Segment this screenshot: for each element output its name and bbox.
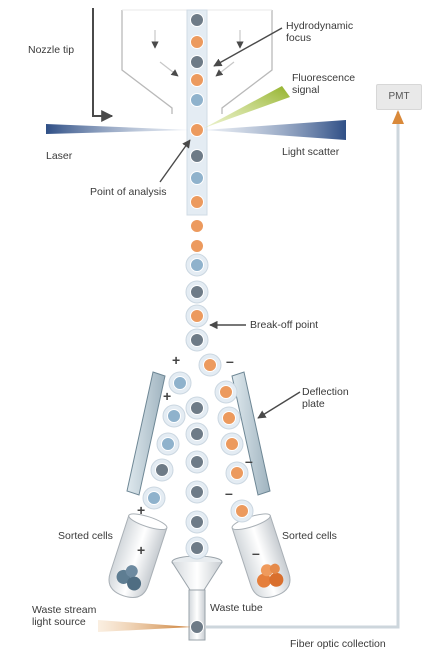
cell [190, 541, 204, 555]
waste-stream-label-line2: light source [32, 616, 86, 628]
fiber-optic-arrowhead [392, 110, 404, 124]
deflection-plate-label-line2: plate [302, 398, 325, 410]
minus-sign: – [226, 353, 234, 369]
waste-stream-label-line1: Waste stream [32, 604, 97, 616]
hydrodynamic-focus-label-line1: Hydrodynamic [286, 20, 354, 32]
cell [222, 411, 236, 425]
cell [155, 463, 169, 477]
cells-layer [142, 13, 254, 634]
light-scatter-label: Light scatter [282, 146, 340, 158]
light-scatter-beam [204, 120, 346, 140]
cell [190, 219, 204, 233]
sorted-cells-left-label: Sorted cells [58, 530, 113, 542]
hydrodynamic-focus-label-line2: focus [286, 32, 312, 44]
cell [161, 437, 175, 451]
cell [190, 171, 204, 185]
deflection-plate-pointer [257, 391, 301, 419]
pmt-label: PMT [388, 91, 410, 102]
waste-stream-beam [98, 620, 192, 632]
cell [190, 427, 204, 441]
plus-sign: + [137, 502, 145, 518]
cell [173, 376, 187, 390]
cell [190, 13, 204, 27]
minus-sign: – [252, 545, 260, 561]
minus-sign: – [225, 485, 233, 501]
cell [190, 239, 204, 253]
cell [190, 309, 204, 323]
nozzle-tip-label: Nozzle tip [28, 44, 75, 56]
point-of-analysis-pointer [159, 139, 191, 183]
cell [190, 515, 204, 529]
sorted-cells-right-label: Sorted cells [282, 530, 337, 542]
pmt-box: PMT [376, 84, 422, 110]
sorted-tube-left [108, 513, 168, 599]
cell [190, 455, 204, 469]
plus-sign: + [163, 388, 171, 404]
point-of-analysis-label: Point of analysis [90, 186, 167, 198]
break-off-point-label: Break-off point [250, 319, 319, 331]
cell [235, 504, 249, 518]
fluorescence-signal-label-line1: Fluorescence [292, 72, 356, 84]
deflection-plate-label-line1: Deflection [302, 386, 349, 398]
deflection-plate-left [126, 371, 166, 496]
cell [190, 73, 204, 87]
cell [190, 620, 204, 634]
fiber-optic-collection-label: Fiber optic collection [290, 638, 386, 650]
cell [190, 401, 204, 415]
cell [225, 437, 239, 451]
cell [203, 358, 217, 372]
cell [190, 485, 204, 499]
fluorescence-beam [204, 86, 290, 128]
cell [190, 195, 204, 209]
laser-label: Laser [46, 150, 73, 162]
cell [190, 149, 204, 163]
deflection-plate-right [231, 371, 271, 496]
sorted-tube-right [231, 513, 291, 599]
cell [219, 385, 233, 399]
plus-sign: + [137, 542, 145, 558]
waste-tube-label: Waste tube [210, 602, 263, 614]
plus-sign: + [172, 352, 180, 368]
cell [230, 466, 244, 480]
fluorescence-signal-label-line2: signal [292, 84, 320, 96]
cell [190, 333, 204, 347]
cell [190, 55, 204, 69]
cell [147, 491, 161, 505]
minus-sign: – [245, 453, 253, 469]
cell [167, 409, 181, 423]
cell [190, 93, 204, 107]
cell [190, 123, 204, 137]
cell [190, 285, 204, 299]
hydrodynamic-focus-pointer [213, 27, 283, 67]
laser-beam [46, 124, 190, 134]
cell [190, 258, 204, 272]
cell [190, 35, 204, 49]
fiber-optic-line [206, 112, 400, 629]
nozzle-tip-pointer [92, 8, 114, 122]
